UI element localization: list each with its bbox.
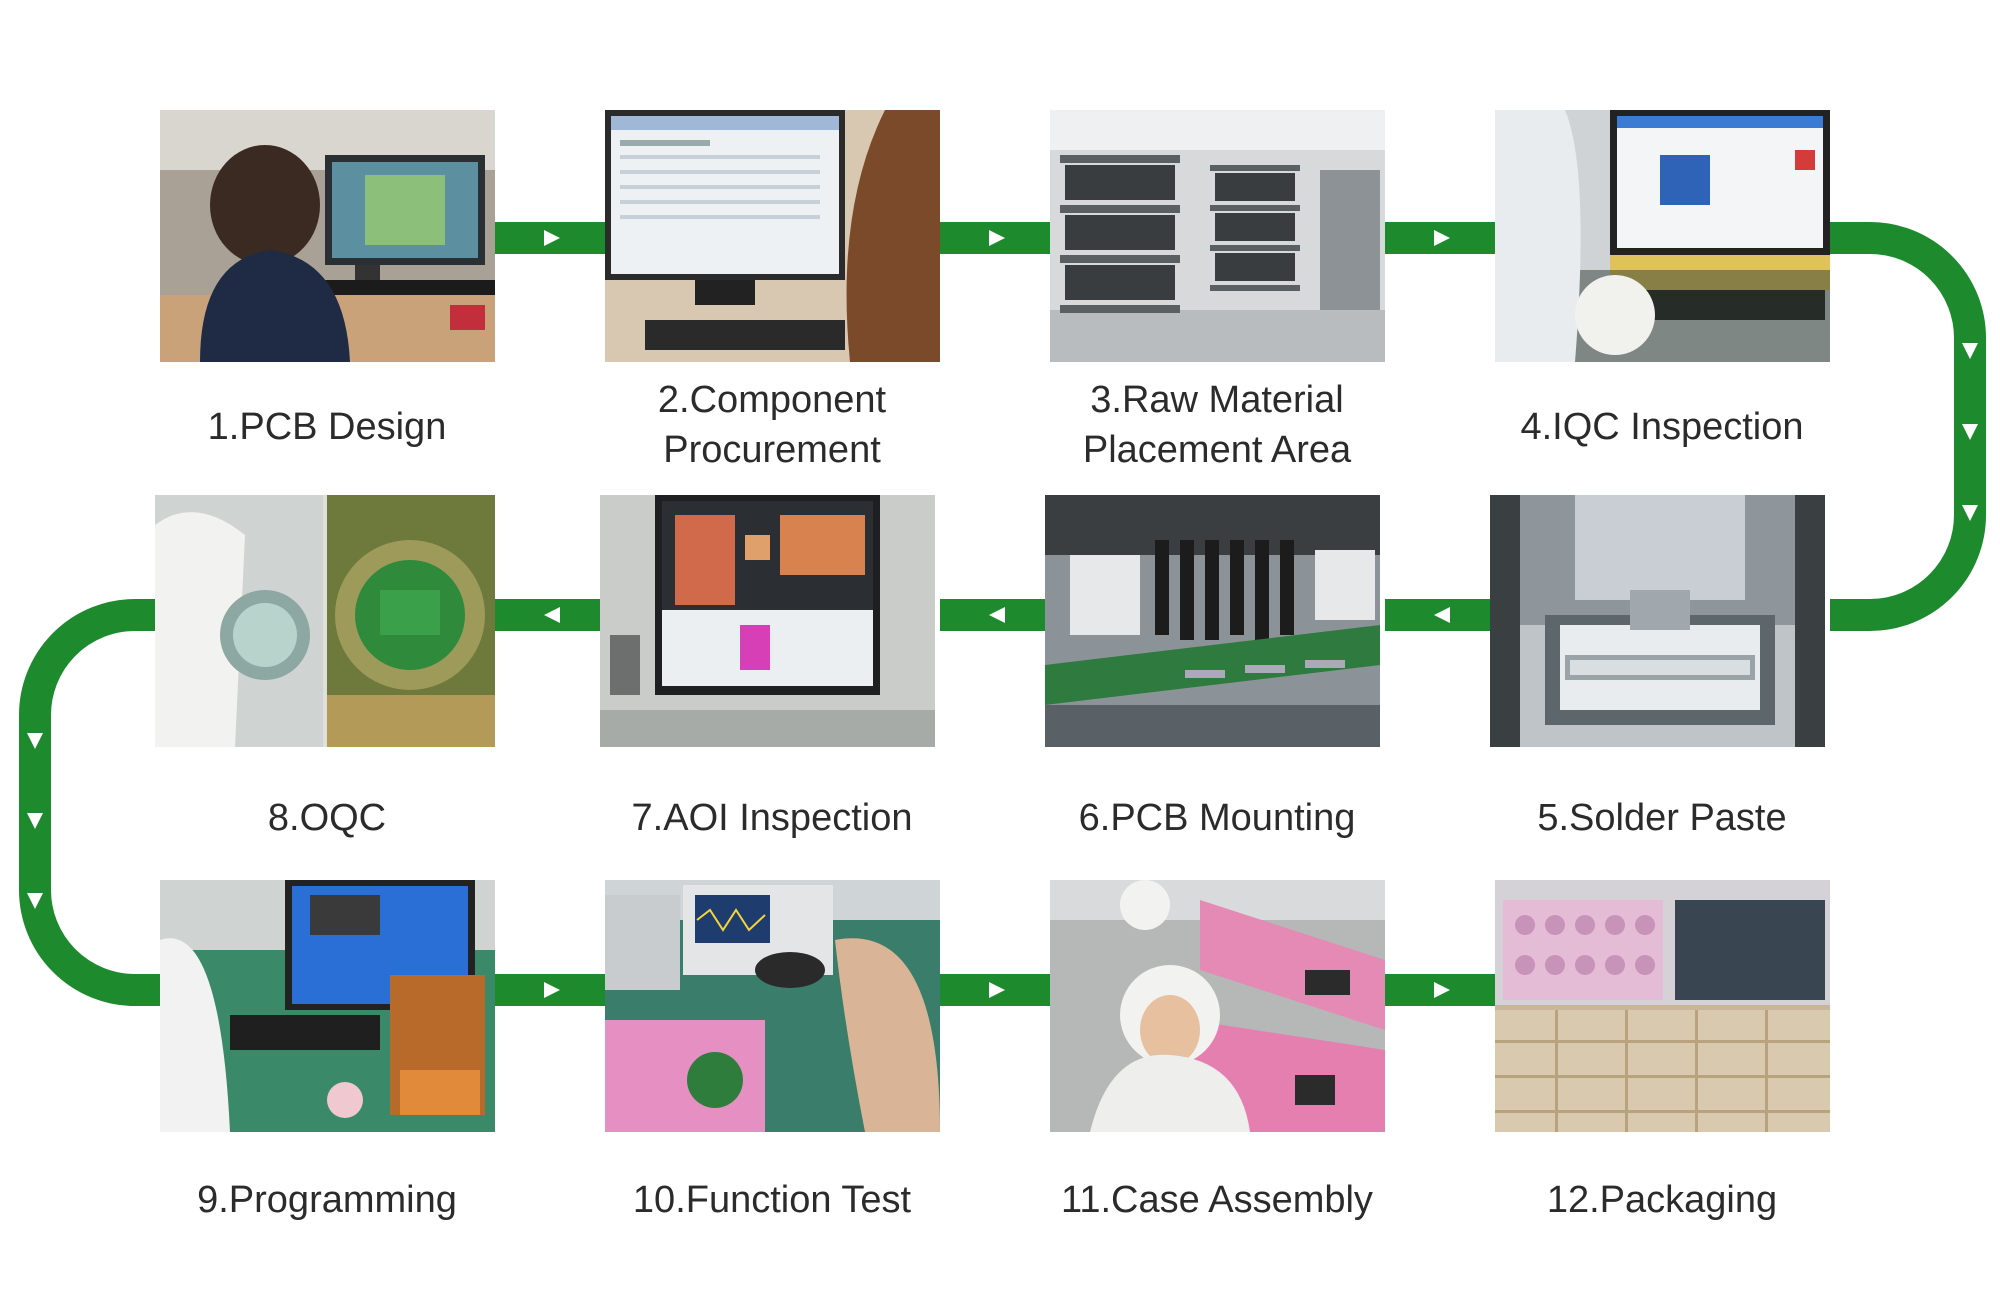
arrow-right-icon (544, 982, 560, 998)
iqc-inspection-photo (1495, 110, 1830, 362)
step-label-solder-paste: 5.Solder Paste (1537, 797, 1787, 839)
oqc-photo (155, 495, 495, 747)
step-label-pcb-mounting: 6.PCB Mounting (1078, 797, 1356, 839)
solder-paste-photo (1490, 495, 1825, 747)
aoi-inspection-photo (600, 495, 935, 747)
step-label-function-test: 10.Function Test (632, 1179, 912, 1221)
arrow-down-icon (27, 733, 43, 749)
step-label-case-assembly: 11.Case Assembly (1061, 1179, 1373, 1221)
arrow-right-icon (544, 230, 560, 246)
step-label-oqc: 8.OQC (267, 797, 387, 839)
function-test-photo (605, 880, 940, 1132)
programming-photo (160, 880, 495, 1132)
component-procurement-photo (605, 110, 940, 362)
pcb-mounting-photo (1045, 495, 1380, 747)
arrow-down-icon (1962, 505, 1978, 521)
pcb-design-photo (160, 110, 495, 362)
arrow-left-icon (544, 607, 560, 623)
arrow-right-icon (989, 230, 1005, 246)
raw-material-placement-photo (1050, 110, 1385, 362)
arrow-left-icon (1434, 607, 1450, 623)
arrow-left-icon (989, 607, 1005, 623)
arrow-down-icon (1962, 424, 1978, 440)
arrow-down-icon (27, 893, 43, 909)
step-label-packaging: 12.Packaging (1546, 1179, 1778, 1221)
arrow-down-icon (1962, 343, 1978, 359)
packaging-photo (1495, 880, 1830, 1132)
step-label-component-procurement: 2.Component Procurement (657, 379, 887, 471)
step-label-programming: 9.Programming (197, 1179, 457, 1221)
step-label-aoi-inspection: 7.AOI Inspection (631, 797, 913, 839)
arrow-right-icon (1434, 230, 1450, 246)
step-label-raw-material-placement: 3.Raw Material Placement Area (1082, 379, 1352, 471)
arrow-down-icon (27, 813, 43, 829)
step-label-iqc-inspection: 4.IQC Inspection (1520, 406, 1804, 448)
case-assembly-photo (1050, 880, 1385, 1132)
arrow-right-icon (1434, 982, 1450, 998)
step-label-pcb-design: 1.PCB Design (207, 406, 447, 448)
connector-8-9-loop (19, 599, 165, 1006)
arrow-right-icon (989, 982, 1005, 998)
